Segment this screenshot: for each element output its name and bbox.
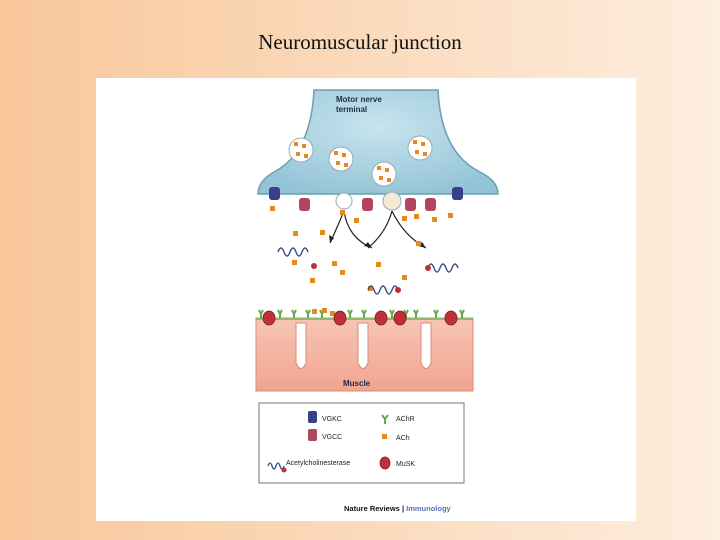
vgkc-icon (308, 411, 317, 423)
esterase-head (395, 287, 401, 293)
vgcc-channel (405, 198, 416, 211)
ach-icon (382, 434, 387, 439)
released-ach (270, 206, 453, 291)
vgkc-channel (452, 187, 463, 200)
legend-label-ach: ACh (396, 435, 410, 442)
credit-separator: | (400, 504, 406, 513)
synaptic-vesicle (328, 146, 354, 172)
arrowhead (329, 235, 426, 248)
vgcc-channel (299, 198, 310, 211)
esterase-head (425, 265, 431, 271)
nerve-label-line2: terminal (336, 105, 367, 114)
esterase-head (311, 263, 317, 269)
fusing-vesicle (382, 191, 402, 211)
legend-box (258, 402, 465, 484)
muscle (255, 317, 474, 392)
bound-ach (312, 308, 335, 316)
legend-label-acetylcholinesterase: Acetylcholinesterase (286, 460, 350, 467)
fusing-vesicle (335, 192, 353, 210)
acetylcholinesterase-icon (267, 462, 287, 473)
credit-section: Immunology (406, 504, 451, 513)
legend-label-achr: AChR (396, 416, 415, 423)
figure-panel: Motor nerve terminal (96, 78, 636, 521)
vgkc-channel (269, 187, 280, 200)
figure-credit: Nature Reviews | Immunology (344, 504, 452, 513)
muscle-label: Muscle (343, 379, 371, 388)
credit-journal: Nature Reviews (344, 504, 400, 513)
vgcc-channel (362, 198, 373, 211)
nerve-label-line1: Motor nerve (336, 95, 382, 104)
release-arrow (329, 210, 427, 249)
synaptic-vesicle (371, 161, 397, 187)
legend-label-vgkc: VGKC (322, 416, 342, 423)
synaptic-vesicle (407, 135, 433, 161)
legend-label-musk: MuSK (396, 461, 415, 468)
legend-label-vgcc: VGCC (322, 434, 342, 441)
slide-title: Neuromuscular junction (258, 30, 462, 54)
vgcc-channel (425, 198, 436, 211)
synaptic-vesicle (288, 137, 314, 163)
achr-receptor (258, 309, 465, 318)
musk-icon (379, 456, 391, 470)
vgcc-icon (308, 429, 317, 441)
acetylcholinesterase-enzyme (277, 247, 459, 295)
achr-icon (381, 414, 389, 424)
neuromuscular-junction-diagram: Motor nerve terminal (255, 89, 499, 513)
musk-receptor (262, 310, 458, 326)
